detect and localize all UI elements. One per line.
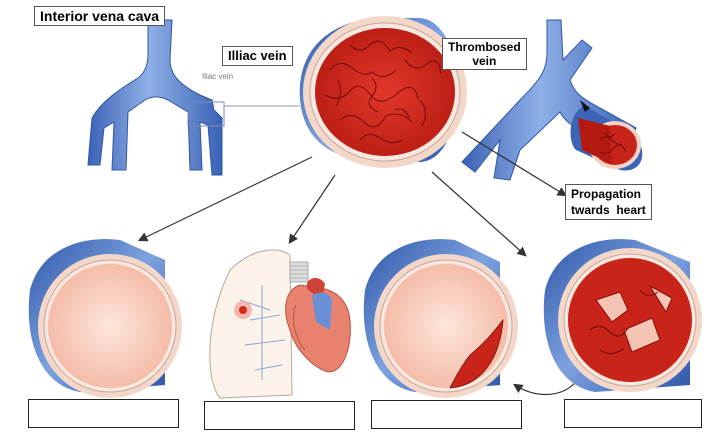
thrombosed-vein-label-line2: vein: [448, 54, 521, 68]
ivc-vein-diagram: [88, 20, 300, 175]
propagation-label: Propagation twards heart: [565, 184, 652, 220]
ivc-label: Interior vena cava: [34, 6, 165, 26]
answer-box-4[interactable]: [564, 399, 702, 428]
answer-box-2[interactable]: [204, 401, 355, 430]
occluded-vein-cross-section: [544, 239, 702, 392]
thrombosed-vein-label-line1: Thrombosed: [448, 40, 521, 54]
answer-box-1[interactable]: [28, 399, 179, 428]
answer-box-3[interactable]: [371, 400, 522, 429]
thrombosed-vein-label: Thrombosed vein: [442, 38, 527, 70]
iliac-vein-small-label: Iliac vein: [202, 72, 233, 82]
iliac-vein-label: Illiac vein: [222, 46, 293, 66]
propagation-label-line1: Propagation: [571, 186, 646, 202]
clear-vein-cross-section: [29, 239, 182, 398]
propagation-label-line2: twards heart: [571, 202, 646, 218]
partial-thrombus-cross-section: [364, 239, 518, 398]
lung-heart-illustration: [210, 250, 351, 398]
